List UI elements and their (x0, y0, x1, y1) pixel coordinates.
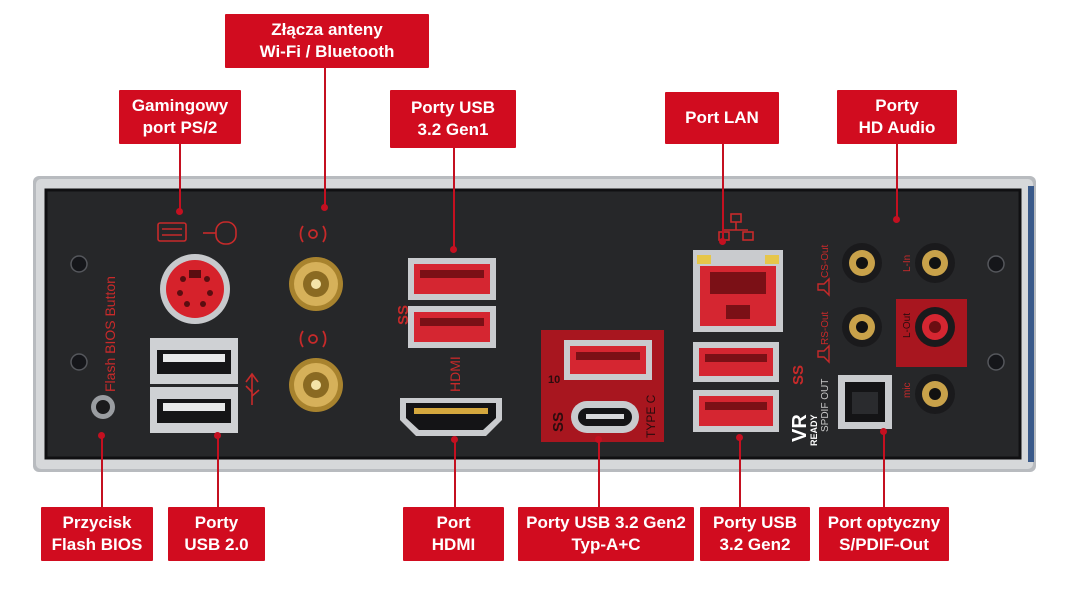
ss-text: SS (550, 412, 567, 432)
speaker-icon (817, 277, 830, 364)
callout-flash-bios: Przycisk Flash BIOS (41, 507, 153, 561)
mouse-icon (203, 221, 237, 245)
screw-icon (70, 255, 1005, 371)
ss10-text: 10 (548, 374, 560, 386)
keyboard-icon (157, 222, 187, 242)
callout-optical: Port optyczny S/PDIF-Out (819, 507, 949, 561)
hdmi-text: HDMI (447, 356, 463, 392)
usb20-ports (150, 338, 238, 433)
l-out-text: L-Out (902, 313, 913, 338)
usb-typec-port (571, 401, 639, 433)
callout-lan: Port LAN (665, 92, 779, 144)
wifi-connector (289, 257, 343, 412)
cs-out-text: CS-Out (820, 244, 831, 278)
mic-text: mic (902, 382, 913, 398)
usb-gen1-ports (408, 258, 496, 348)
usb-gen2-ports (693, 342, 779, 432)
callout-wifi-antenna: Złącza anteny Wi-Fi / Bluetooth (225, 14, 429, 68)
usb-gen2-typea (564, 340, 652, 380)
callout-usb-gen2: Porty USB 3.2 Gen2 (700, 507, 810, 561)
ss-text: SS (790, 365, 807, 385)
type-c-text: TYPE C (644, 394, 658, 438)
lan-port (693, 250, 783, 332)
callout-hdmi: Port HDMI (403, 507, 504, 561)
ready-text: READY (809, 414, 819, 446)
l-in-text: L-In (902, 255, 913, 272)
spdif-out-text: SPDIF OUT (820, 379, 831, 432)
rs-out-text: RS-Out (820, 311, 831, 345)
antenna-icon (299, 225, 327, 348)
callout-usb-gen2-ac: Porty USB 3.2 Gen2 Typ-A+C (518, 507, 694, 561)
vr-text: VR (789, 414, 811, 442)
callout-usb20: Porty USB 2.0 (168, 507, 265, 561)
callout-hd-audio: Porty HD Audio (837, 90, 957, 144)
hdmi-port (400, 398, 502, 436)
audio-jacks (842, 243, 955, 414)
usb-icon (245, 372, 260, 405)
ss-text: SS (395, 305, 412, 325)
spdif-optical-port (838, 375, 892, 429)
flash-bios-text: Flash BIOS Button (102, 276, 118, 392)
callout-ps2: Gamingowy port PS/2 (119, 90, 241, 144)
callout-usb-gen1: Porty USB 3.2 Gen1 (390, 90, 516, 148)
